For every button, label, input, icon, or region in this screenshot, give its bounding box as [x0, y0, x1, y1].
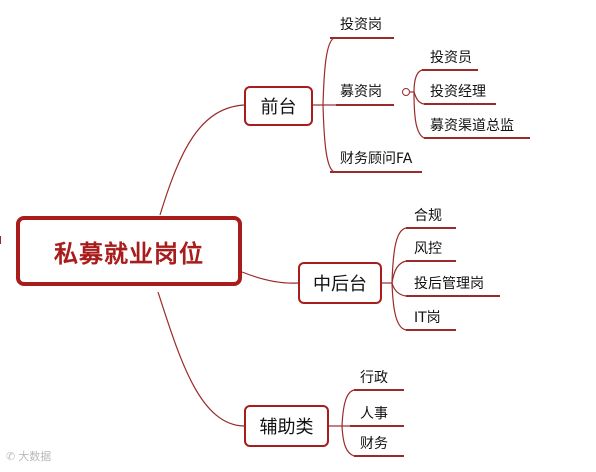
- connector-support-finance: [341, 425, 355, 457]
- node-fundraise-post[interactable]: 募资岗: [340, 84, 382, 100]
- node-investment-manager[interactable]: 投资经理: [430, 84, 486, 100]
- connector-root-front: [159, 104, 245, 216]
- node-financial-advisor[interactable]: 财务顾问FA: [340, 151, 413, 167]
- branch-middle-back-label: 中后台: [313, 274, 367, 295]
- branch-front-label: 前台: [260, 97, 297, 118]
- root-label: 私募就业岗位: [54, 239, 204, 268]
- connector-fundraise-director: [413, 91, 425, 139]
- node-it-post[interactable]: IT岗: [414, 310, 441, 326]
- connector-root-middle: [241, 271, 299, 284]
- node-channel-director[interactable]: 募资渠道总监: [430, 118, 514, 134]
- node-administration[interactable]: 行政: [360, 370, 388, 386]
- root-node[interactable]: 私募就业岗位: [16, 216, 242, 286]
- connector-front-fa: [322, 104, 335, 173]
- connector-middle-postinvest: [391, 282, 407, 297]
- connector-root-support: [157, 291, 245, 427]
- connector-fundraise-investor: [413, 69, 423, 93]
- connector-middle-it: [391, 282, 407, 331]
- branch-support-label: 辅助类: [259, 417, 314, 438]
- connector-fundraise-manager: [413, 91, 425, 105]
- node-human-resources[interactable]: 人事: [360, 406, 388, 422]
- branch-middle-back[interactable]: 中后台: [298, 262, 382, 304]
- branch-front[interactable]: 前台: [244, 86, 313, 126]
- brand-logo-icon: ✆: [6, 449, 16, 463]
- connector-support-admin: [341, 389, 355, 427]
- node-post-investment[interactable]: 投后管理岗: [414, 276, 484, 292]
- node-investor[interactable]: 投资员: [430, 50, 472, 66]
- fundraise-collapse-toggle[interactable]: [402, 88, 410, 96]
- node-risk-control[interactable]: 风控: [414, 241, 442, 257]
- root-collapse-tick[interactable]: [0, 236, 5, 244]
- connector-middle-risk: [391, 260, 407, 284]
- node-compliance[interactable]: 合规: [414, 208, 442, 224]
- watermark-text: 大数据: [18, 450, 52, 463]
- connector-front-invest: [322, 37, 335, 106]
- node-invest-post[interactable]: 投资岗: [340, 17, 382, 33]
- node-finance[interactable]: 财务: [360, 436, 388, 452]
- branch-support[interactable]: 辅助类: [244, 405, 329, 447]
- watermark: ✆ 大数据: [6, 448, 51, 464]
- connector-middle-compliance: [391, 227, 407, 284]
